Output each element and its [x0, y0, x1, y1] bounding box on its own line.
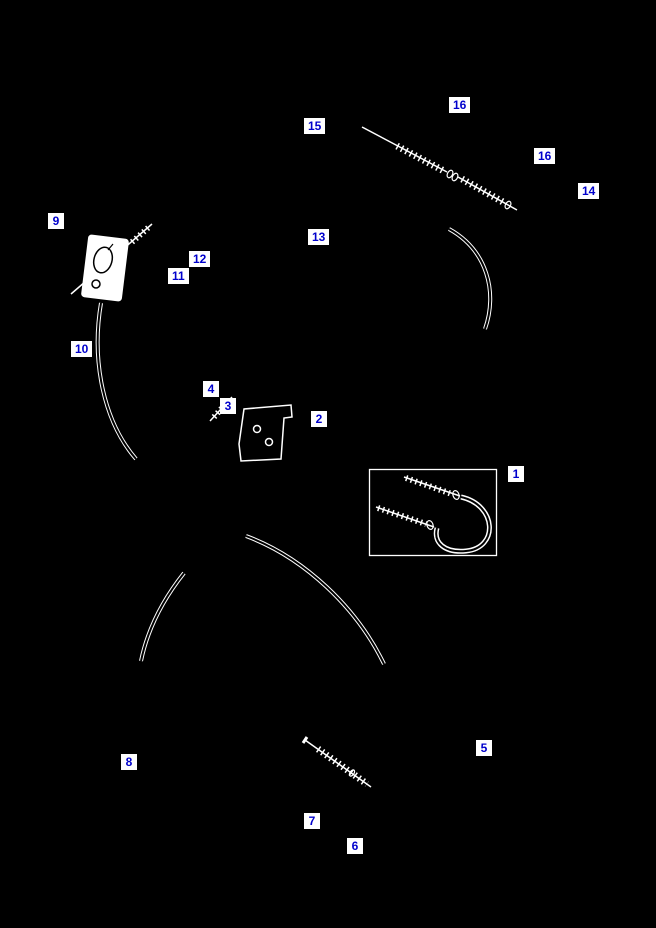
u-bolt-1-drawing	[375, 475, 492, 554]
u-bolt-inset-box	[368, 468, 498, 557]
part-callout-13[interactable]: 13	[308, 229, 330, 245]
cable-8-drawing	[139, 571, 186, 662]
part-callout-9[interactable]: 9	[48, 213, 64, 229]
part-callout-16-top[interactable]: 16	[449, 97, 471, 113]
bolt-6-7-drawing	[301, 736, 372, 788]
part-callout-3[interactable]: 3	[220, 398, 236, 414]
part-callout-6[interactable]: 6	[347, 838, 363, 854]
part-callout-12[interactable]: 12	[189, 251, 211, 267]
bolt-16-14-drawing	[457, 175, 518, 211]
part-callout-10[interactable]: 10	[71, 341, 93, 357]
part-callout-8[interactable]: 8	[121, 754, 137, 770]
part-callout-4[interactable]: 4	[203, 381, 219, 397]
part-callout-15[interactable]: 15	[304, 118, 326, 134]
part-callout-1[interactable]: 1	[508, 466, 524, 482]
cable-5-drawing	[245, 534, 386, 665]
bracket-2-drawing	[238, 404, 293, 462]
part-callout-11[interactable]: 11	[168, 268, 189, 284]
part-callout-16-right[interactable]: 16	[534, 148, 556, 164]
part-callout-5[interactable]: 5	[476, 740, 492, 756]
part-callout-2[interactable]: 2	[311, 411, 327, 427]
part-callout-14[interactable]: 14	[578, 183, 600, 199]
cable-10-drawing	[95, 302, 138, 461]
bolt-15-16-drawing	[361, 126, 459, 182]
part-callout-7[interactable]: 7	[304, 813, 320, 829]
cable-13-drawing	[448, 227, 493, 330]
grommet-plate-9-drawing	[81, 234, 129, 302]
